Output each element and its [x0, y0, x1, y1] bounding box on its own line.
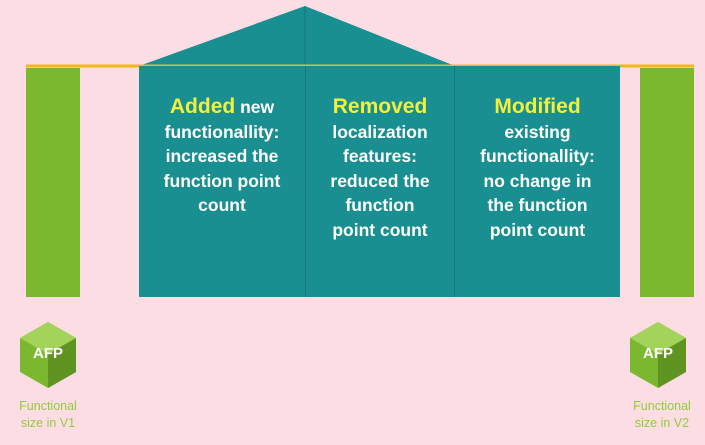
left-pillar: [26, 68, 80, 297]
panel-line: function point: [163, 170, 281, 191]
caption-line: Functional: [633, 399, 691, 413]
panel-line: count: [198, 195, 246, 215]
panel-divider: [454, 66, 455, 297]
right-pillar: [640, 68, 694, 297]
panel-line: localization: [332, 121, 428, 142]
afp-hexagon-icon: [630, 322, 686, 388]
afp-hexagon-icon: [20, 322, 76, 388]
panel-removed: Removed localization features: reduced t…: [306, 66, 454, 297]
panel-keyword: Added: [169, 95, 236, 118]
panel-line: reduced the: [330, 170, 430, 191]
panel-line: functionallity:: [164, 121, 280, 142]
panel-line: function: [345, 195, 415, 215]
panel-line: functionallity:: [480, 146, 595, 166]
functional-size-v2-caption: Functional size in V2: [620, 398, 704, 432]
panel-line: point count: [489, 219, 586, 240]
panel-line: increased the: [165, 146, 279, 166]
panel-added: Added new functionallity: increased the …: [139, 66, 305, 297]
panel-modified: Modified existing functionallity: no cha…: [455, 66, 620, 297]
panel-keyword: Removed: [332, 95, 428, 118]
panel-line: existing: [504, 121, 571, 142]
panel-line: no change in: [483, 170, 592, 191]
panel-line: the function: [487, 195, 588, 215]
roof-triangle: [139, 6, 455, 66]
afp-label: AFP: [33, 345, 63, 362]
caption-line: size in V1: [20, 416, 76, 430]
caption-line: Functional: [19, 399, 77, 413]
panel-divider: [305, 66, 306, 297]
panel-line: features:: [343, 146, 417, 166]
panel-line: new: [240, 97, 275, 117]
panel-line: point count: [332, 219, 428, 240]
functional-size-v1-caption: Functional size in V1: [7, 398, 89, 432]
panel-keyword: Modified: [494, 95, 581, 118]
caption-line: size in V2: [634, 416, 690, 430]
afp-label: AFP: [643, 345, 673, 362]
